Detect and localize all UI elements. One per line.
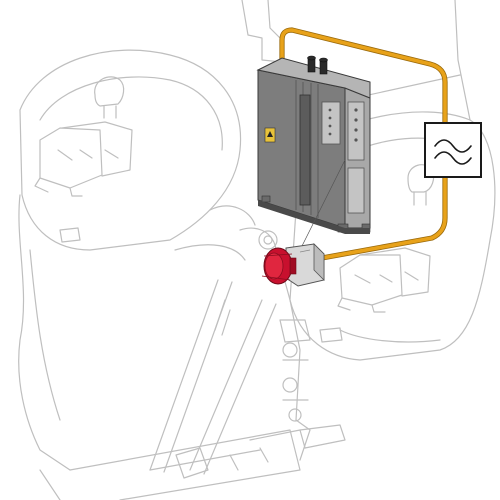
lift-arm-right [189, 299, 277, 475]
unit-slot [299, 94, 311, 206]
sine-wave-icon [434, 139, 472, 165]
cee-socket [261, 243, 325, 287]
ac-symbol-box [424, 122, 482, 178]
rear-seat-right-outline [289, 111, 496, 361]
power-cable [279, 27, 448, 271]
electronic-unit [256, 55, 371, 234]
warning-label [264, 127, 276, 143]
leader-line [299, 159, 346, 251]
power-cable-core [280, 28, 447, 270]
cable-glands [307, 55, 328, 75]
unit-top-face [256, 57, 371, 99]
vehicle-interior-outline [18, 0, 496, 500]
rear-seat-left-outline [19, 49, 242, 251]
headrest-right [407, 164, 435, 193]
headrest-left [94, 76, 125, 107]
seat-base-frame [39, 429, 301, 500]
